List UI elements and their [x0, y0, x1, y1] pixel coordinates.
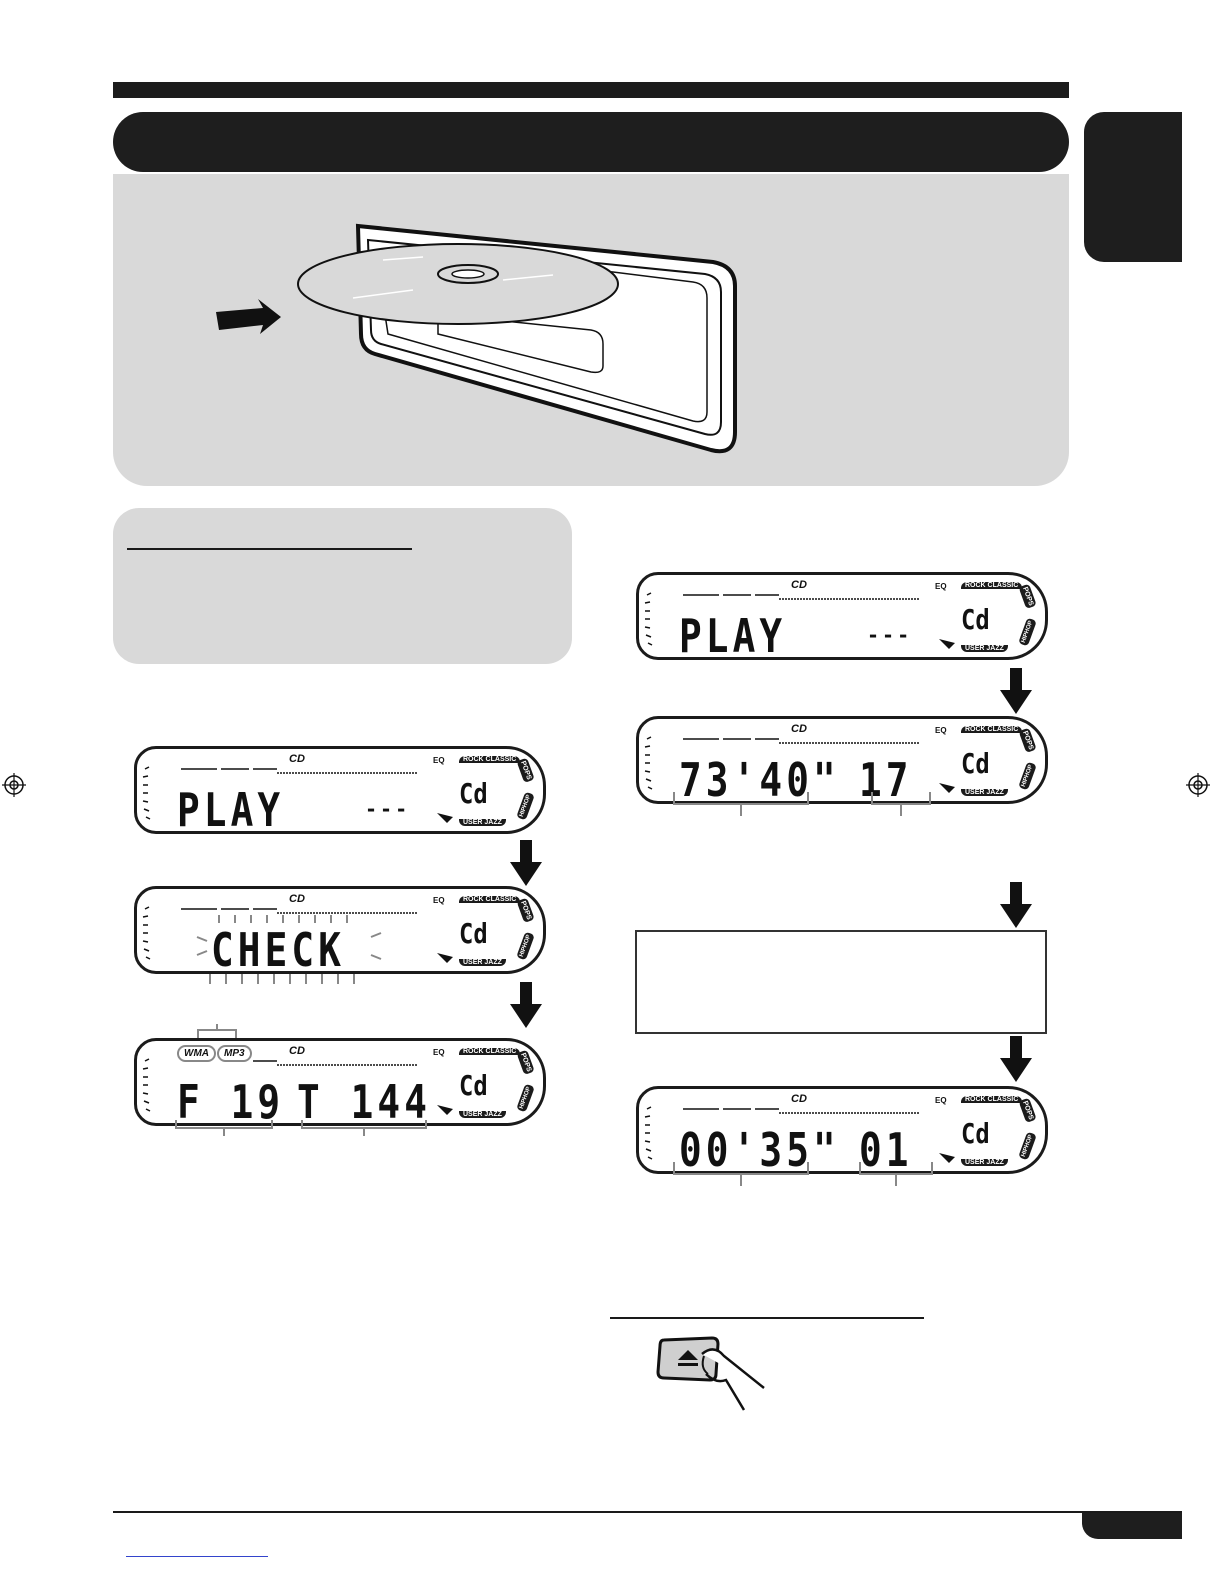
eq-mode-bottom: USER JAZZ [961, 645, 1008, 652]
source-indicator: Cd [459, 777, 488, 810]
display-dashes: --- [867, 623, 913, 647]
eq-mode-top: ROCK CLASSIC [961, 1096, 1023, 1103]
eq-mode-bottom: USER JAZZ [459, 819, 506, 826]
eq-mode-bottom: USER JAZZ [459, 959, 506, 966]
track-number-text: T 144 [297, 1075, 432, 1129]
eq-mode-bottom: USER JAZZ [961, 789, 1008, 796]
cd-indicator: CD [791, 579, 807, 591]
source-indicator: Cd [961, 747, 990, 780]
lcd-segment-decoration [644, 736, 955, 793]
eq-indicator: EQ [433, 1048, 445, 1057]
lcd-segment-decoration [142, 766, 453, 823]
eq-mode-top: ROCK CLASSIC [961, 726, 1023, 733]
wma-badge: WMA [177, 1045, 216, 1062]
lcd-segment-decoration [644, 592, 955, 649]
eq-indicator: EQ [935, 726, 947, 735]
badge-connector [197, 1024, 237, 1042]
section-title-bar [113, 112, 1069, 172]
total-playing-time: 73'40" [679, 753, 840, 807]
down-arrow-icon [1000, 882, 1032, 928]
note-heading-rule [127, 548, 412, 550]
eq-indicator: EQ [935, 1096, 947, 1105]
elapsed-playing-time: 00'35" [679, 1123, 840, 1177]
eq-indicator: EQ [433, 896, 445, 905]
lcd-display-play-right: CD PLAY --- EQ ROCK CLASSIC Cd USER JAZZ… [636, 572, 1048, 660]
eq-mode-top: ROCK CLASSIC [459, 896, 521, 903]
eq-mode-bottom: USER JAZZ [459, 1111, 506, 1118]
down-arrow-icon [1000, 668, 1032, 714]
display-main-text: PLAY [177, 783, 285, 837]
source-indicator: Cd [459, 1069, 488, 1102]
mp3-badge: MP3 [217, 1045, 252, 1062]
lcd-display-total-time: CD 73'40" 17 EQ ROCK CLASSIC Cd USER JAZ… [636, 716, 1048, 804]
cd-indicator: CD [791, 723, 807, 735]
current-track-number: 01 [859, 1123, 913, 1177]
source-indicator: Cd [961, 603, 990, 636]
eject-heading-rule [610, 1317, 924, 1319]
lcd-segment-decoration [142, 906, 453, 963]
blink-rays [209, 974, 355, 984]
source-indicator: Cd [961, 1117, 990, 1150]
page-number-tab [1082, 1513, 1182, 1539]
cd-indicator: CD [289, 893, 305, 905]
display-brackets [673, 792, 931, 816]
display-main-text: CHECK [211, 923, 346, 977]
eq-indicator: EQ [433, 756, 445, 765]
display-brackets [175, 1120, 427, 1136]
eq-mode-top: ROCK CLASSIC [459, 756, 521, 763]
language-tab [1084, 112, 1182, 262]
cd-indicator: CD [289, 1045, 305, 1057]
display-dashes: --- [365, 797, 411, 821]
disc-insert-illustration [216, 223, 737, 454]
registration-mark-icon [1186, 773, 1210, 797]
down-arrow-icon [1000, 1036, 1032, 1082]
registration-mark-icon [2, 773, 26, 797]
eq-indicator: EQ [935, 582, 947, 591]
total-track-count: 17 [859, 753, 913, 807]
note-box [113, 508, 572, 664]
cd-indicator: CD [791, 1093, 807, 1105]
caution-box [635, 930, 1047, 1034]
display-brackets [673, 1162, 933, 1186]
down-arrow-icon [510, 982, 542, 1028]
cd-indicator: CD [289, 753, 305, 765]
header-rule [113, 82, 1069, 98]
eq-mode-top: ROCK CLASSIC [459, 1048, 521, 1055]
lcd-display-folder-track: WMA MP3 CD F 19 T 144 EQ ROCK CLASSIC Cd… [134, 1038, 546, 1126]
insert-disc-panel [113, 174, 1069, 486]
source-indicator: Cd [459, 917, 488, 950]
eq-mode-bottom: USER JAZZ [961, 1159, 1008, 1166]
lcd-display-check: CD CHECK EQ ROCK CLASSIC Cd USER JAZZ PO… [134, 886, 546, 974]
lcd-display-play: CD PLAY --- EQ ROCK CLASSIC Cd USER JAZZ… [134, 746, 546, 834]
eq-mode-top: ROCK CLASSIC [961, 582, 1023, 589]
lcd-display-elapsed-time: CD 00'35" 01 EQ ROCK CLASSIC Cd USER JAZ… [636, 1086, 1048, 1174]
display-main-text: PLAY [679, 609, 787, 663]
down-arrow-icon [510, 840, 542, 886]
eject-button-icon[interactable] [656, 1334, 772, 1414]
footer-rule [113, 1511, 1182, 1513]
lcd-segment-decoration [644, 1106, 955, 1163]
lcd-segment-decoration [142, 1058, 453, 1115]
footer-link-underline[interactable] [126, 1556, 268, 1557]
folder-number-text: F 19 [177, 1075, 285, 1129]
